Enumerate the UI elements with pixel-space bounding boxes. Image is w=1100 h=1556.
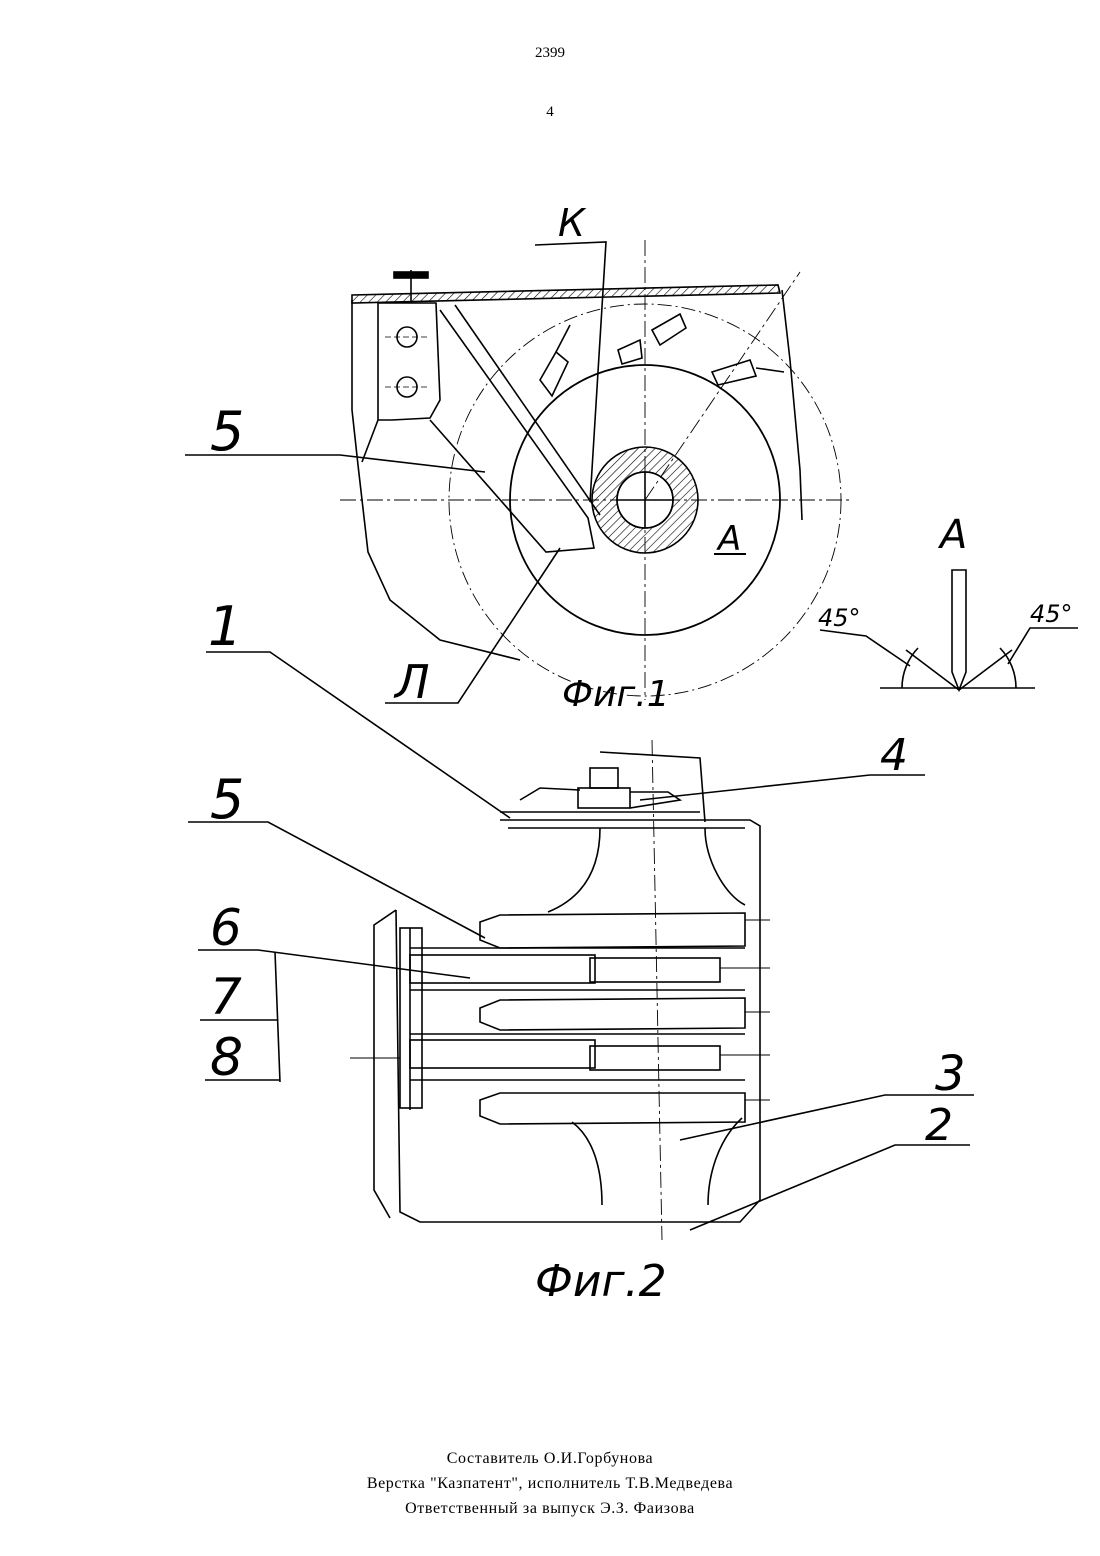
footer-compiler: Составитель О.И.Горбунова — [0, 1450, 1100, 1468]
figure-1-label: Фиг.1 — [562, 674, 670, 715]
callout-5-fig2: 5 — [210, 768, 244, 831]
callout-6: 6 — [210, 899, 242, 957]
callout-2: 2 — [925, 1100, 953, 1151]
figure-2 — [188, 740, 974, 1240]
footer-layout: Верстка "Казпатент", исполнитель Т.В.Мед… — [0, 1475, 1100, 1493]
callout-k: К — [558, 201, 587, 245]
angle-left-label: 45° — [818, 604, 861, 632]
callout-1: 1 — [208, 595, 242, 658]
callout-7: 7 — [210, 968, 242, 1026]
figure-2-label: Фиг.2 — [535, 1256, 667, 1307]
callout-3: 3 — [935, 1046, 966, 1102]
callout-8: 8 — [210, 1028, 243, 1088]
view-a-label: А — [937, 512, 967, 558]
figure-1 — [185, 240, 852, 818]
callout-l: Л — [393, 655, 430, 709]
callout-4: 4 — [880, 730, 908, 781]
callout-5-fig1: 5 — [210, 400, 244, 463]
callout-a-section: А — [716, 519, 741, 559]
footer-responsible: Ответственный за выпуск Э.З. Фаизова — [0, 1500, 1100, 1518]
angle-right-label: 45° — [1030, 600, 1073, 628]
